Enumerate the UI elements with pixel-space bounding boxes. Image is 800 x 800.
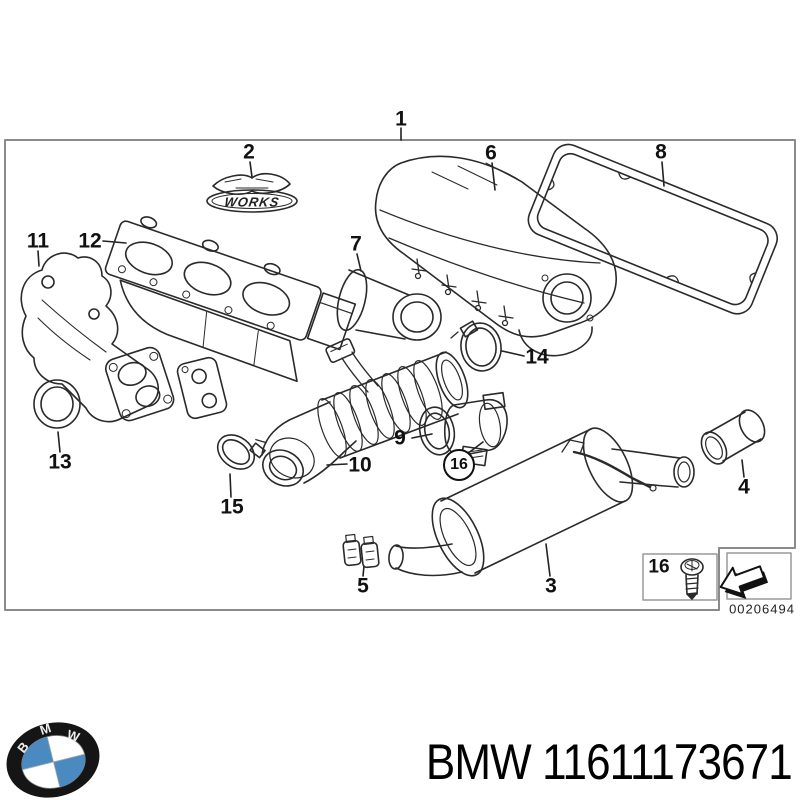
- housing-mount-pegs: [411, 258, 514, 327]
- intake-hose-shape: [261, 338, 469, 487]
- callout-16-circled: 16: [443, 449, 475, 481]
- diagram-frame-border: [4, 139, 796, 611]
- tailpipe-sleeve-shape: [700, 409, 766, 465]
- callout-13: 13: [48, 450, 72, 474]
- hose-clamp-large-shape: [450, 320, 502, 372]
- part-number: 11611173671: [542, 734, 793, 790]
- secondary-flange-shape: [176, 356, 228, 420]
- pipe-clamp-shape: [342, 533, 380, 569]
- air-filter-housing-shape: [374, 155, 617, 357]
- callout-10: 10: [348, 453, 372, 477]
- intake-duct-shape: [336, 268, 442, 341]
- stamp-arrow-icon: [719, 565, 769, 600]
- callout-5: 5: [357, 574, 369, 598]
- bmw-roundel-logo: B M W: [3, 720, 103, 800]
- inset-screw-label: 16: [648, 556, 670, 578]
- inset-screw-box: [642, 553, 718, 601]
- sealing-ring-shape: [33, 379, 81, 429]
- callout-9: 9: [394, 426, 406, 450]
- exhaust-manifold-shape: [20, 252, 228, 423]
- callout-15: 15: [220, 495, 244, 519]
- manifold-plate-shape: [104, 216, 357, 383]
- works-emblem-text: WORKS: [223, 194, 281, 210]
- callout-4: 4: [738, 475, 750, 499]
- callout-14: 14: [525, 345, 549, 369]
- profile-gasket-shape: [527, 143, 778, 315]
- leader-lines: [37, 127, 745, 577]
- works-emblem-shape: [206, 172, 298, 213]
- callout-8: 8: [655, 140, 667, 164]
- air-mass-sensor-shape: [418, 391, 508, 467]
- part-number-title: BMW 11611173671: [426, 734, 793, 790]
- callout-7: 7: [350, 232, 362, 256]
- stamp-number: 00206494: [729, 601, 795, 617]
- screw-icon: [680, 558, 704, 600]
- callout-3: 3: [545, 574, 557, 598]
- rear-muffler-shape: [388, 427, 695, 577]
- brand-name: BMW: [426, 734, 532, 790]
- bmw-roundel-svg: B M W: [6, 720, 100, 798]
- callout-12: 12: [78, 229, 102, 253]
- callout-11: 11: [26, 229, 50, 253]
- logo-letter-w: W: [65, 727, 82, 745]
- callout-1: 1: [395, 107, 407, 131]
- logo-letter-m: M: [38, 720, 53, 738]
- callout-6: 6: [485, 141, 497, 165]
- hose-clamp-small-shape: [216, 434, 267, 470]
- callout-2: 2: [243, 140, 255, 164]
